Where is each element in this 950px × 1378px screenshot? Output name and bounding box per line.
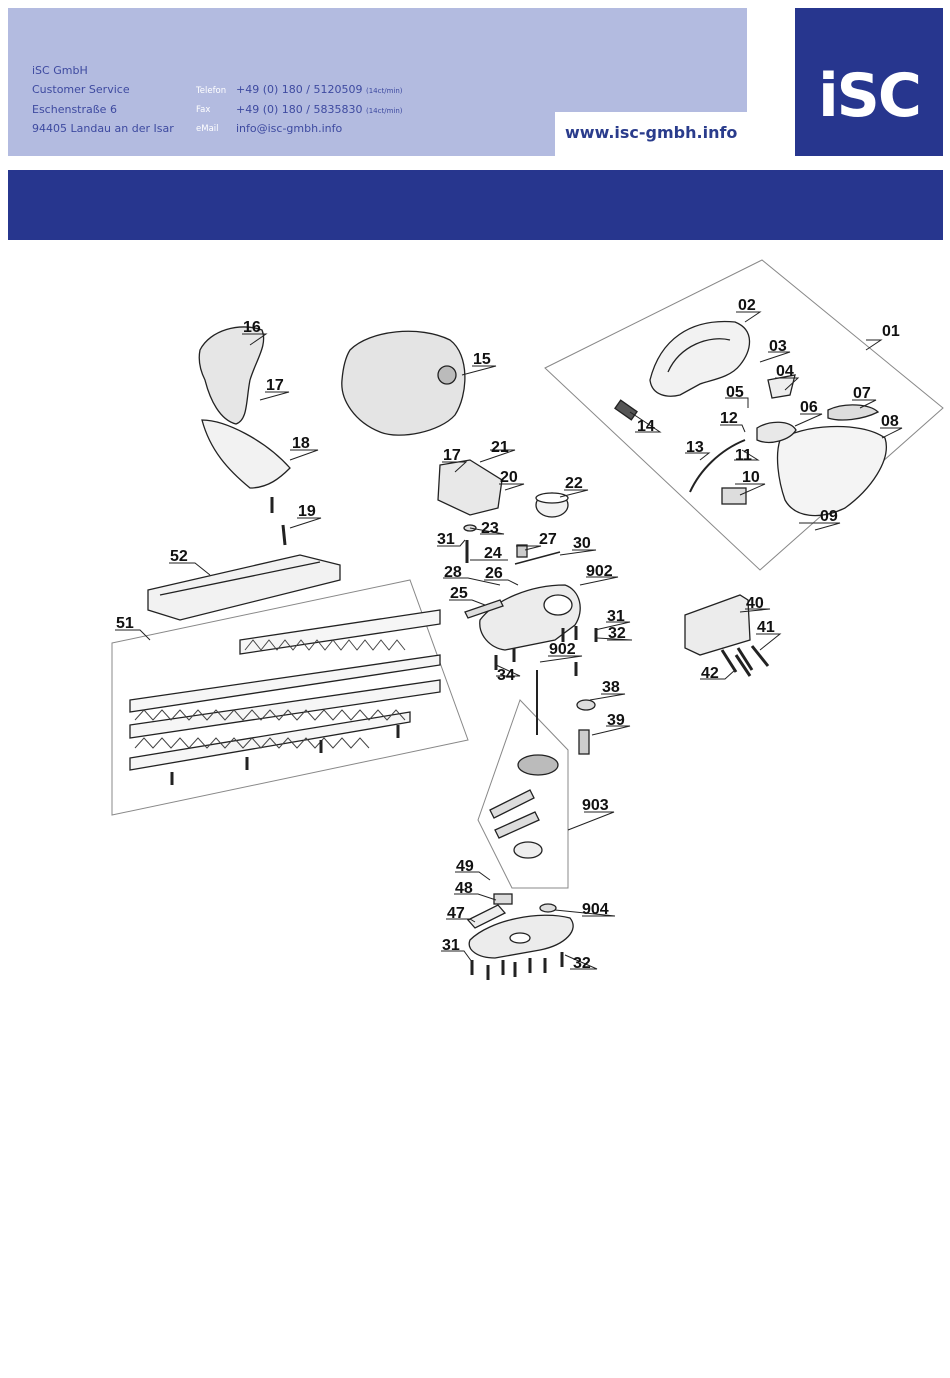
label-12: 12 xyxy=(720,410,738,427)
part-52-blade-guard xyxy=(147,554,341,621)
logo-text: iSC xyxy=(818,61,922,131)
part-15-engine xyxy=(341,330,466,436)
label-904: 904 xyxy=(582,901,609,918)
part-14-spring xyxy=(614,399,638,421)
fax-label: Fax xyxy=(196,105,211,115)
part-16-front-handle xyxy=(198,326,265,425)
phone-number: +49 (0) 180 / 5120509 (14ct/min) xyxy=(236,83,403,96)
label-902b: 902 xyxy=(549,641,576,658)
part-18-hand-guard xyxy=(201,419,291,489)
label-21: 21 xyxy=(491,439,509,456)
label-47: 47 xyxy=(447,905,465,922)
part-25-lever xyxy=(464,599,504,619)
label-17: 17 xyxy=(266,377,284,394)
label-08: 08 xyxy=(881,413,899,430)
label-09: 09 xyxy=(820,508,838,525)
label-51: 51 xyxy=(116,615,134,632)
part-19-screw xyxy=(281,524,287,546)
part-20-carburetor xyxy=(437,459,503,516)
label-04: 04 xyxy=(776,363,794,380)
label-19: 19 xyxy=(298,503,316,520)
part-02-rear-handle xyxy=(649,320,751,397)
label-52: 52 xyxy=(170,548,188,565)
label-31b: 31 xyxy=(607,608,625,625)
label-23: 23 xyxy=(481,520,499,537)
label-05: 05 xyxy=(726,384,744,401)
part-903-connecting-rod xyxy=(489,789,535,819)
fax-number: +49 (0) 180 / 5835830 (14ct/min) xyxy=(236,103,403,116)
email-label: eMail xyxy=(196,124,219,134)
label-39: 39 xyxy=(607,712,625,729)
label-11: 11 xyxy=(735,447,752,464)
label-10: 10 xyxy=(742,469,760,486)
label-15: 15 xyxy=(473,351,491,368)
label-01: 01 xyxy=(882,323,900,340)
label-17b: 17 xyxy=(443,447,461,464)
isc-logo: iSC xyxy=(795,8,943,156)
label-13: 13 xyxy=(686,439,704,456)
group-51-outline xyxy=(111,579,469,816)
label-26: 26 xyxy=(485,565,503,582)
part-47-plate xyxy=(466,904,507,929)
label-38: 38 xyxy=(602,679,620,696)
title-band xyxy=(8,170,943,240)
label-903: 903 xyxy=(582,797,609,814)
group-903-outline xyxy=(477,699,569,889)
label-14: 14 xyxy=(637,418,655,435)
part-08-housing-half xyxy=(776,425,887,517)
label-902: 902 xyxy=(586,563,613,580)
label-16: 16 xyxy=(243,319,261,336)
label-30: 30 xyxy=(573,535,591,552)
phone-label: Telefon xyxy=(196,86,227,96)
part-30-rod xyxy=(514,551,561,565)
part-13-cable xyxy=(689,439,746,493)
label-32b: 32 xyxy=(573,955,591,972)
exploded-parts-diagram: 01 02 03 04 05 06 07 08 09 10 11 12 13 1… xyxy=(111,259,944,980)
label-28: 28 xyxy=(444,564,462,581)
department: Customer Service xyxy=(32,83,130,96)
part-06-trigger xyxy=(756,421,797,444)
label-02: 02 xyxy=(738,297,756,314)
header-contact-panel: iSC GmbH Customer Service Eschenstraße 6… xyxy=(8,8,747,156)
label-27: 27 xyxy=(539,531,557,548)
label-22: 22 xyxy=(565,475,583,492)
street: Eschenstraße 6 xyxy=(32,103,117,116)
label-32: 32 xyxy=(608,625,626,642)
label-42: 42 xyxy=(701,665,719,682)
label-07: 07 xyxy=(853,385,871,402)
label-40: 40 xyxy=(746,595,764,612)
label-20: 20 xyxy=(500,469,518,486)
part-51-blades xyxy=(129,609,441,771)
label-25: 25 xyxy=(450,585,468,602)
label-06: 06 xyxy=(800,399,818,416)
part-10-switch xyxy=(721,487,747,505)
part-27-plug xyxy=(516,544,528,558)
group-01-outline xyxy=(544,259,944,571)
website-link[interactable]: www.isc-gmbh.info xyxy=(565,123,738,142)
website-box: www.isc-gmbh.info xyxy=(555,112,747,156)
company-name: iSC GmbH xyxy=(32,64,88,77)
label-34: 34 xyxy=(497,667,515,684)
part-39-shaft xyxy=(578,729,590,755)
label-24: 24 xyxy=(484,545,502,562)
part-48-plate xyxy=(493,893,513,905)
part-07-grip-cover xyxy=(827,404,880,421)
part-903-gear xyxy=(517,754,559,776)
email-address[interactable]: info@isc-gmbh.info xyxy=(236,122,343,135)
label-48: 48 xyxy=(455,880,473,897)
label-49: 49 xyxy=(456,858,474,875)
city: 94405 Landau an der Isar xyxy=(32,122,174,135)
label-31c: 31 xyxy=(442,937,460,954)
part-40-cover xyxy=(684,594,751,656)
label-31: 31 xyxy=(437,531,455,548)
label-41: 41 xyxy=(757,619,775,636)
label-03: 03 xyxy=(769,338,787,355)
label-18: 18 xyxy=(292,435,310,452)
part-38-bearing xyxy=(576,699,596,711)
part-04-lever xyxy=(767,374,796,399)
